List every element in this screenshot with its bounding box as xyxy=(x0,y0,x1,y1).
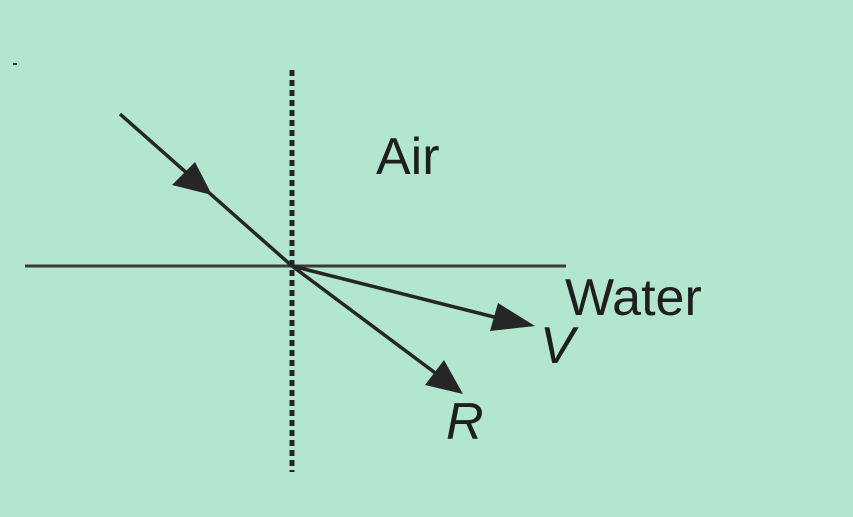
label-ray-r: R xyxy=(446,393,484,451)
ray-r-arrowhead xyxy=(425,360,463,394)
ray-v xyxy=(291,264,499,320)
incident-arrowhead xyxy=(172,162,212,195)
ray-v-arrowhead xyxy=(490,303,535,331)
ray-r xyxy=(290,264,440,377)
label-air: Air xyxy=(376,128,440,186)
label-ray-v: V xyxy=(540,317,575,375)
label-water: Water xyxy=(565,269,702,327)
stray-mark xyxy=(13,63,17,65)
